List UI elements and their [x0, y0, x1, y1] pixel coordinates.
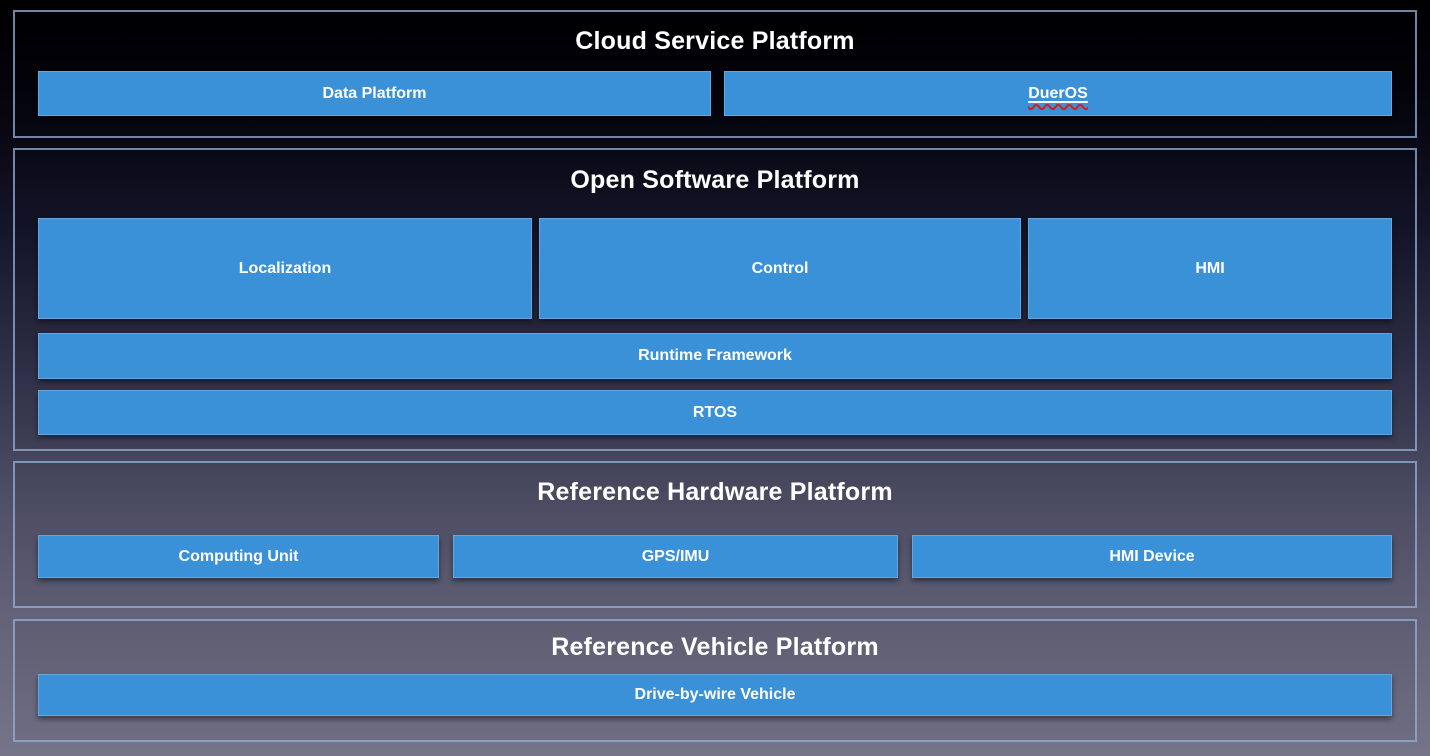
section-title-reference-vehicle-platform: Reference Vehicle Platform	[551, 633, 879, 661]
section-title-cloud-service-platform: Cloud Service Platform	[575, 27, 855, 55]
box-hmi-device-label: HMI Device	[1109, 547, 1195, 565]
box-rtos-label: RTOS	[692, 403, 738, 421]
section-open-software-platform: Open Software Platform Localization Cont…	[13, 148, 1417, 451]
box-runtime-framework: Runtime Framework	[38, 333, 1392, 379]
section-title-reference-hardware-platform: Reference Hardware Platform	[537, 478, 893, 506]
box-gps-imu-label: GPS/IMU	[641, 547, 710, 565]
box-data-platform: Data Platform	[38, 71, 711, 116]
section-reference-vehicle-platform: Reference Vehicle Platform Drive-by-wire…	[13, 619, 1417, 742]
box-drive-by-wire-vehicle: Drive-by-wire Vehicle	[38, 674, 1392, 716]
box-drive-by-wire-vehicle-label: Drive-by-wire Vehicle	[634, 686, 796, 703]
box-computing-unit: Computing Unit	[38, 535, 439, 578]
box-dueros-label: DuerOS	[1028, 84, 1088, 102]
box-localization-label: Localization	[238, 259, 332, 277]
box-dueros: DuerOS	[724, 71, 1392, 116]
section-cloud-service-platform: Cloud Service Platform Data Platform Due…	[13, 10, 1417, 138]
box-hmi-label: HMI	[1195, 259, 1225, 277]
box-data-platform-label: Data Platform	[322, 84, 427, 102]
section-title-open-software-platform: Open Software Platform	[570, 166, 860, 194]
box-hmi: HMI	[1028, 218, 1392, 319]
section-reference-hardware-platform: Reference Hardware Platform Computing Un…	[13, 461, 1417, 608]
box-gps-imu: GPS/IMU	[453, 535, 898, 578]
box-computing-unit-label: Computing Unit	[178, 547, 299, 565]
box-runtime-framework-label: Runtime Framework	[638, 347, 792, 364]
dueros-spellcheck-squiggle: DuerOS	[1028, 85, 1088, 103]
box-rtos: RTOS	[38, 390, 1392, 435]
box-hmi-device: HMI Device	[912, 535, 1392, 578]
box-control-label: Control	[751, 259, 809, 277]
box-control: Control	[539, 218, 1021, 319]
box-localization: Localization	[38, 218, 532, 319]
